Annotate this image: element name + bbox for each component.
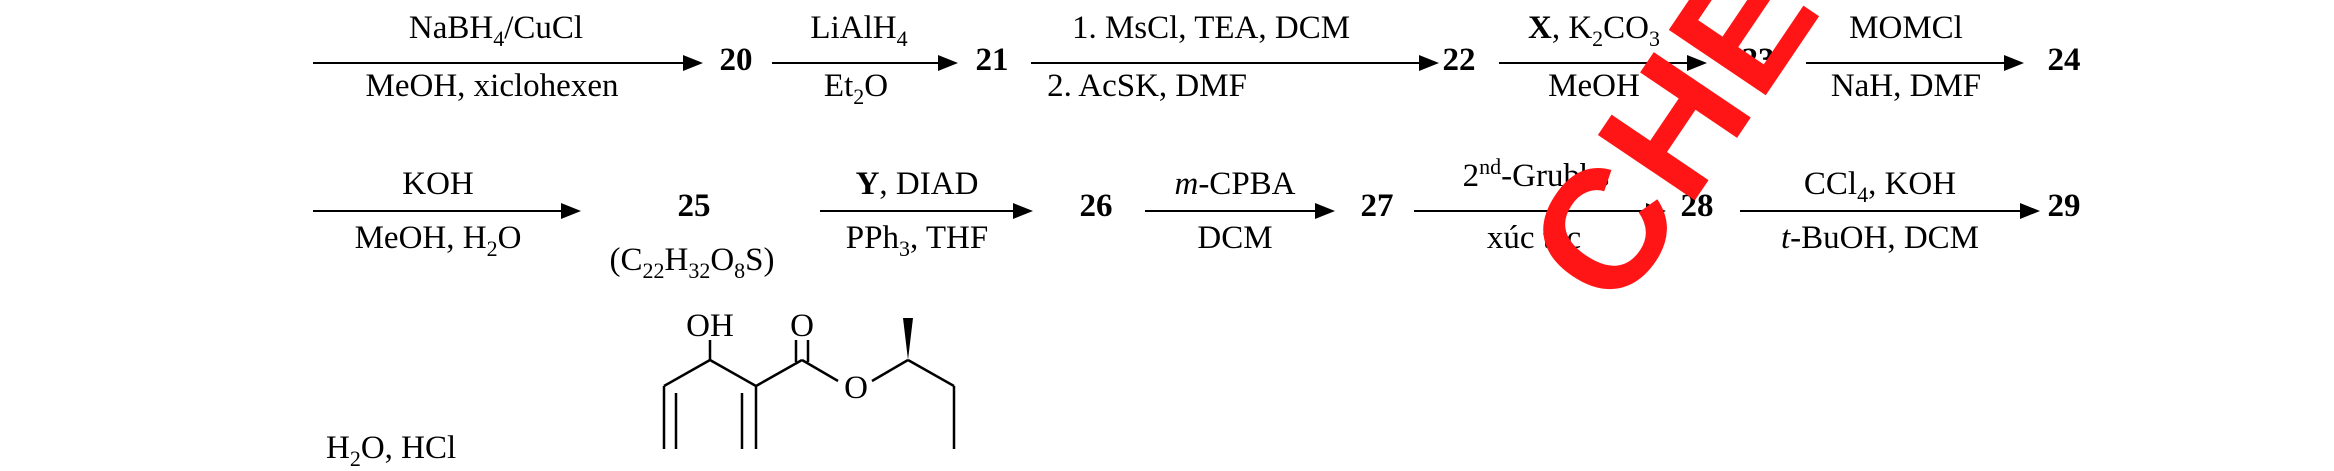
ring-bond-top: [663, 358, 711, 388]
step4-arrow: [1499, 55, 1707, 71]
step1-arrow: [313, 55, 703, 71]
step2-reagent-bottom: Et2O: [823, 68, 889, 109]
step4-reagent-top: X, K2CO3: [1527, 10, 1661, 51]
step5-reagent-bottom: NaH, DMF: [1830, 68, 1982, 104]
compound-27: 27: [1360, 188, 1394, 224]
compound-29: 29: [2047, 188, 2081, 224]
step5-arrow: [1806, 55, 2024, 71]
step9-arrow: [1414, 203, 1666, 219]
step2-arrow: [772, 55, 958, 71]
step6-arrow: [313, 203, 581, 219]
compound-20: 20: [719, 42, 753, 78]
compound-21: 21: [975, 42, 1009, 78]
compound-26: 26: [1079, 188, 1113, 224]
compound-24: 24: [2047, 42, 2081, 78]
step8-reagent-bottom: DCM: [1197, 220, 1273, 256]
ester-oxygen-label: O: [844, 370, 868, 406]
step8-reagent-top: m-CPBA: [1174, 166, 1296, 202]
step3-reagent-bottom: 2. AcSK, DMF: [1047, 68, 1247, 104]
step4-reagent-bottom: MeOH: [1548, 68, 1640, 104]
step7-reagent-bottom: PPh3, THF: [845, 220, 989, 261]
step10-reagent-top: CCl4, KOH: [1803, 166, 1957, 207]
hydroxyl-label: OH: [686, 308, 734, 344]
ester-chain-bond: [871, 358, 909, 383]
reaction-scheme: NaBH4/CuCl MeOH, xiclohexen 20 LiAlH4 Et…: [313, 0, 2175, 470]
ring-bond-top-right: [709, 358, 757, 388]
salicylate-ester-structure: [662, 318, 956, 449]
compound-25: 25: [677, 188, 711, 224]
step6-reagent-top: KOH: [402, 166, 474, 202]
step3-arrow: [1031, 55, 1439, 71]
carbonyl-oxygen-label: O: [790, 308, 814, 344]
step3-reagent-top: 1. MsCl, TEA, DCM: [1071, 10, 1351, 46]
step2-reagent-top: LiAlH4: [810, 10, 908, 51]
step10-reagent-bottom: t-BuOH, DCM: [1780, 220, 1980, 256]
carbonyl-ester-bond: [801, 358, 839, 383]
step10-arrow: [1740, 203, 2040, 219]
step9-reagent-bottom: xúc tác: [1486, 220, 1582, 256]
step7-reagent-top: Y, DIAD: [855, 166, 979, 202]
step8-arrow: [1145, 203, 1335, 219]
compound-28: 28: [1680, 188, 1714, 224]
step9-reagent-top: 2nd-Grubbs: [1462, 154, 1610, 194]
wedge-methyl-bond: [903, 318, 913, 360]
step1-reagent-top: NaBH4/CuCl: [408, 10, 584, 51]
step1-reagent-bottom: MeOH, xiclohexen: [365, 68, 619, 104]
aryl-carbonyl-bond: [755, 358, 803, 388]
compound-22: 22: [1442, 42, 1476, 78]
step7-arrow: [820, 203, 1033, 219]
step6-reagent-bottom: MeOH, H2O: [354, 220, 522, 261]
chain-bond-right: [907, 358, 955, 388]
compound-23: 23: [1741, 42, 1775, 78]
step5-reagent-top: MOMCl: [1849, 10, 1963, 46]
compound-25-formula: (C22H32O8S): [609, 242, 775, 283]
